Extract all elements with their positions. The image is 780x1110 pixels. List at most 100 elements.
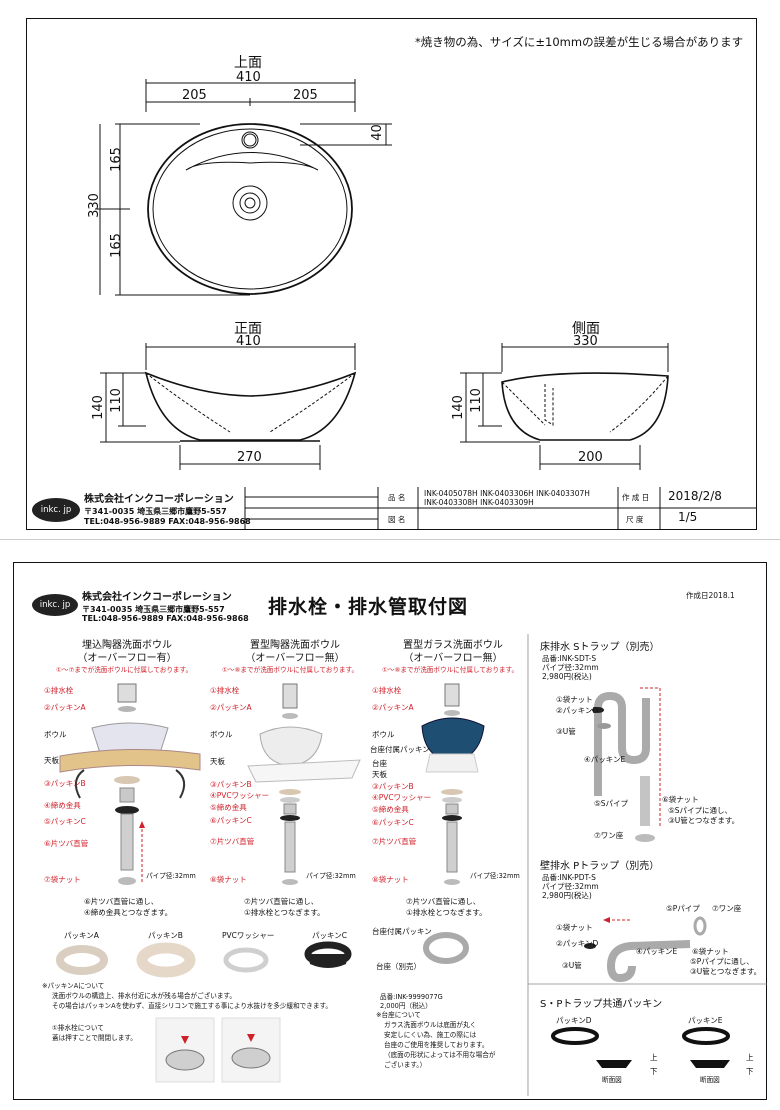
base-note: 2,000円（税込） — [380, 1002, 432, 1010]
col2-label: ④PVCワッシャー — [210, 791, 270, 800]
col1-label: ⑥片ツバ直管 — [44, 839, 89, 848]
p-trap-label: ③U管 — [562, 961, 582, 970]
p-trap-code: 品番:INK-PDT-S — [542, 873, 596, 882]
top-width-dim: 410 — [236, 70, 261, 85]
company-logo: inkc. jp — [32, 594, 78, 616]
base-note: 品番:INK-9999077G — [380, 993, 443, 1001]
col2-note: ①～⑧までが洗面ボウルに付属しております。 — [222, 666, 359, 674]
col3-note: ①～⑧までが洗面ボウルに付属しております。 — [382, 666, 519, 674]
s-trap-label: ②パッキンD — [556, 706, 599, 715]
col1-subtitle: （オーバーフロー有） — [77, 653, 177, 664]
col1-pipe: パイプ径:32mm — [146, 872, 196, 880]
plug-note: ①排水栓について — [52, 1024, 104, 1032]
tolerance-note: *焼き物の為、サイズに±10mmの誤差が生じる場合があります — [415, 35, 744, 49]
p-trap-note: ⑤Pパイプに通し、 — [690, 957, 754, 966]
s-trap-pipe: パイプ径:32mm — [542, 663, 599, 672]
scale-value: 1/5 — [678, 510, 698, 524]
company-address: 〒341-0035 埼玉県三郷市鷹野5-557 — [84, 507, 227, 516]
up-label: 上 — [746, 1053, 754, 1062]
col1-label: ⑦袋ナット — [44, 875, 81, 884]
front-base-dim: 270 — [237, 450, 262, 465]
col1-label: ②パッキンA — [44, 703, 86, 712]
col2-subtitle: （オーバーフロー無） — [245, 653, 345, 664]
s-trap-title: 床排水 Sトラップ（別売） — [540, 642, 660, 653]
p-trap-title: 壁排水 Pトラップ（別売） — [540, 861, 660, 872]
col2-label: ⑦片ツバ直管 — [210, 837, 255, 846]
p-trap-label: ①袋ナット — [556, 923, 593, 932]
p-trap-label: ⑥袋ナット — [692, 947, 729, 956]
down-label: 下 — [746, 1067, 754, 1076]
company-address: 〒341-0035 埼玉県三郷市鷹野5-557 — [82, 605, 225, 614]
dimension-drawing-sheet: *焼き物の為、サイズに±10mmの誤差が生じる場合があります 上面 410 20… — [0, 0, 780, 540]
s-trap-label: ④パッキンE — [584, 755, 626, 764]
plug-note: 蓋は押すことで開閉します。 — [52, 1034, 137, 1042]
col2-label: ③パッキンB — [210, 780, 252, 789]
company-name: 株式会社インクコーポレーション — [84, 494, 234, 505]
col1-label: ③パッキンB — [44, 779, 86, 788]
base-label: 台座（別売） — [376, 962, 421, 971]
top-half-left-dim: 205 — [182, 88, 207, 103]
p-trap-label: ②パッキンD — [556, 939, 599, 948]
base-note: 安定しにくい為、施工の際には — [384, 1031, 477, 1039]
front-view-label: 正面 — [234, 321, 262, 337]
s-trap-note: ⑤Sパイプに通し、 — [668, 806, 732, 815]
packing-a-note: 洗面ボウルの構造上、排水付近に水が残る場合がございます。 — [52, 992, 236, 1000]
base-note: ございます。） — [384, 1061, 427, 1069]
p-trap-label: ⑤Pパイプ — [666, 904, 700, 913]
packing-e-label: パッキンE — [688, 1016, 723, 1025]
created-date: 作成日2018.1 — [686, 591, 735, 600]
up-label: 上 — [650, 1053, 658, 1062]
base-note: ※台座について — [376, 1011, 421, 1019]
col3-label: ⑦片ツバ直管 — [372, 837, 417, 846]
col3-label: ⑥パッキンC — [372, 818, 414, 827]
col3-subtitle: （オーバーフロー無） — [403, 653, 503, 664]
s-trap-note: ③U管とつなぎます。 — [668, 816, 740, 825]
installation-art — [56, 634, 767, 1096]
s-trap-label: ⑤Sパイプ — [594, 799, 628, 808]
front-height-dim: 140 — [90, 395, 106, 420]
p-trap-pipe: パイプ径:32mm — [542, 882, 599, 891]
col1-note: ①～⑦までが洗面ボウルに付属しております。 — [56, 666, 193, 674]
col2-label: ⑥パッキンC — [210, 816, 252, 825]
col3-label: ③パッキンB — [372, 782, 414, 791]
product-label: 品 名 — [388, 493, 406, 502]
s-trap-price: 2,980円(税込) — [542, 672, 592, 681]
product-line2: INK-0403308H INK-0403309H — [424, 498, 534, 507]
installation-frame — [13, 562, 767, 1100]
p-trap-price: 2,980円(税込) — [542, 891, 592, 900]
p-trap-label: ⑦ワン座 — [712, 904, 742, 913]
col2-label: ②パッキンA — [210, 703, 252, 712]
product-line1: INK-0405078H INK-0403306H INK-0403307H — [424, 489, 590, 498]
packing-a-note: その場合はパッキンAを使わず、直接シリコンで施工する事により水抜けを多少緩和でき… — [52, 1002, 332, 1010]
side-height-dim: 140 — [450, 395, 466, 420]
company-tel: TEL:048-956-9889 FAX:048-956-9868 — [82, 614, 249, 623]
col3-label: ①排水栓 — [372, 686, 402, 695]
col3-label: ④PVCワッシャー — [372, 793, 432, 802]
s-trap-label: ①袋ナット — [556, 695, 593, 704]
col2-footer2: ①排水栓とつなぎます。 — [244, 908, 325, 917]
technical-drawing — [95, 79, 757, 530]
company-name: 株式会社インクコーポレーション — [82, 592, 232, 603]
section-label: 断面図 — [700, 1076, 720, 1084]
col2-label: ボウル — [210, 730, 233, 739]
col1-label: ①排水栓 — [44, 686, 74, 695]
col1-label: 天板 — [44, 756, 59, 765]
col3-label: ボウル — [372, 730, 395, 739]
col1-title: 埋込陶器洗面ボウル — [82, 640, 172, 651]
part-pvc-washer-label: PVCワッシャー — [222, 931, 275, 940]
packing-d-label: パッキンD — [556, 1016, 592, 1025]
s-trap-code: 品番:INK-SDT-S — [542, 654, 597, 663]
section-label: 断面図 — [602, 1076, 622, 1084]
common-packing-title: S・Pトラップ共通パッキン — [540, 999, 663, 1010]
down-label: 下 — [650, 1067, 658, 1076]
col3-label: 台座 — [372, 759, 387, 768]
side-base-dim: 200 — [578, 450, 603, 465]
col3-label: ⑤締め金具 — [372, 805, 409, 814]
s-trap-label: ③U管 — [556, 727, 576, 736]
drawing-frame — [26, 18, 757, 530]
col1-footer1: ⑥片ツバ直管に通し、 — [84, 897, 159, 906]
col3-title: 置型ガラス洗面ボウル — [403, 640, 503, 651]
top-view-label: 上面 — [234, 55, 262, 71]
side-view-label: 側面 — [572, 321, 600, 337]
col3-pipe: パイプ径:32mm — [470, 872, 520, 880]
